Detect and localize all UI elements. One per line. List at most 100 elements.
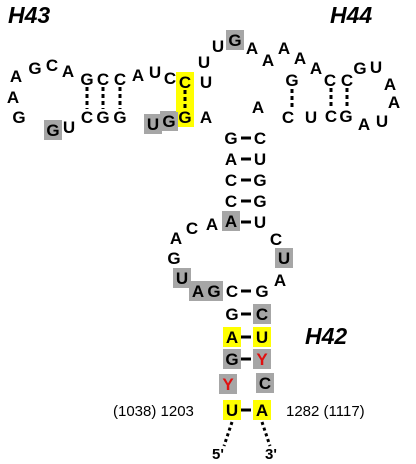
nucleotide: A xyxy=(262,51,274,70)
nucleotide: A xyxy=(358,115,370,134)
nucleotide-highlight xyxy=(205,281,223,301)
nucleotide-highlight xyxy=(253,400,271,420)
nucleotide: G xyxy=(167,249,180,268)
nucleotide: U xyxy=(254,150,266,169)
nucleotide: G xyxy=(228,31,241,50)
nucleotide: U xyxy=(149,63,161,82)
nucleotide: A xyxy=(246,39,258,58)
nucleotide: U xyxy=(63,118,75,137)
left-position-number: (1038) 1203 xyxy=(113,403,194,420)
helix-label-h44: H44 xyxy=(330,2,372,28)
nucleotide-highlight xyxy=(223,400,241,420)
nucleotide: G xyxy=(96,108,109,127)
nucleotide: A xyxy=(170,229,182,248)
nucleotide: C xyxy=(259,374,271,393)
nucleotide: A xyxy=(132,66,144,85)
nucleotide: G xyxy=(339,107,352,126)
nucleotide: A xyxy=(388,93,400,112)
base-pair-layer xyxy=(85,87,349,412)
nucleotide: A xyxy=(310,59,322,78)
nucleotide: G xyxy=(255,282,268,301)
five-prime-tail xyxy=(222,421,234,447)
nucleotide: C xyxy=(341,71,353,90)
nucleotide-highlight xyxy=(253,349,271,369)
nucleotide: C xyxy=(225,171,237,190)
nucleotide-highlight xyxy=(256,373,274,393)
nucleotide-highlight xyxy=(44,120,62,140)
nucleotide: A xyxy=(10,67,22,86)
nucleotide: A xyxy=(206,215,218,234)
nucleotide: A xyxy=(274,271,286,290)
helix-label-h43: H43 xyxy=(8,2,50,28)
nucleotide: U xyxy=(200,73,212,92)
nucleotide: C xyxy=(186,219,198,238)
nucleotide-highlight xyxy=(253,304,271,324)
nucleotide: A xyxy=(225,150,237,169)
nucleotide: C xyxy=(324,71,336,90)
nucleotide: C xyxy=(254,129,266,148)
nucleotide: G xyxy=(225,350,238,369)
nucleotide: A xyxy=(384,75,396,94)
nucleotide: A xyxy=(256,401,268,420)
nucleotide: C xyxy=(114,70,126,89)
nucleotide: A xyxy=(225,212,237,231)
three-prime-tail xyxy=(260,421,272,447)
nucleotide-highlight xyxy=(160,111,178,131)
nucleotide: U xyxy=(305,108,317,127)
nucleotide: C xyxy=(270,230,282,249)
nucleotide: A xyxy=(278,39,290,58)
nucleotide: Y xyxy=(222,375,234,394)
nucleotide: C xyxy=(164,69,176,88)
nucleotide-highlight xyxy=(226,30,244,50)
nucleotide: G xyxy=(285,71,298,90)
nucleotide: A xyxy=(294,49,306,68)
nucleotide: G xyxy=(80,70,93,89)
nucleotide-highlight xyxy=(275,248,293,268)
nucleotide: G xyxy=(178,108,191,127)
nucleotide-highlight xyxy=(144,114,162,134)
nucleotide: G xyxy=(253,192,266,211)
nucleotide: C xyxy=(97,70,109,89)
nucleotide: U xyxy=(256,328,268,347)
helix-label-h42: H42 xyxy=(305,323,347,349)
nucleotide-highlight xyxy=(253,327,271,347)
nucleotide: A xyxy=(252,98,264,117)
nucleotide: A xyxy=(200,108,212,127)
nucleotide: C xyxy=(226,282,238,301)
nucleotide: G xyxy=(46,121,59,140)
nucleotide: U xyxy=(376,112,388,131)
nucleotide: C xyxy=(325,107,337,126)
nucleotide: G xyxy=(113,108,126,127)
nucleotide: A xyxy=(192,282,204,301)
nucleotide: U xyxy=(370,58,382,77)
nucleotide: U xyxy=(212,37,224,56)
nucleotide: G xyxy=(224,129,237,148)
nucleotide: C xyxy=(225,192,237,211)
nucleotide-highlight xyxy=(223,349,241,369)
nucleotide-highlight xyxy=(173,268,191,288)
nucleotide: U xyxy=(198,53,210,72)
nucleotide: U xyxy=(226,401,238,420)
nucleotide: C xyxy=(256,305,268,324)
nucleotide: C xyxy=(179,73,191,92)
nucleotide: C xyxy=(46,56,58,75)
nucleotide: U xyxy=(278,249,290,268)
nucleotide: U xyxy=(254,213,266,232)
right-position-number: 1282 (1117) xyxy=(286,403,365,420)
nucleotide: A xyxy=(226,328,238,347)
five-prime-label: 5' xyxy=(212,446,224,463)
nucleotide: C xyxy=(81,108,93,127)
nucleotide: G xyxy=(253,171,266,190)
nucleotide-highlight xyxy=(222,211,240,231)
nucleotide-highlight xyxy=(189,281,207,301)
highlight-layer xyxy=(44,30,293,420)
nucleotide: G xyxy=(353,59,366,78)
nucleotide: U xyxy=(176,269,188,288)
nucleotide: G xyxy=(207,282,220,301)
nucleotide: A xyxy=(62,62,74,81)
three-prime-label: 3' xyxy=(265,446,277,463)
nucleotide-highlight xyxy=(223,327,241,347)
nucleotide: C xyxy=(282,108,294,127)
